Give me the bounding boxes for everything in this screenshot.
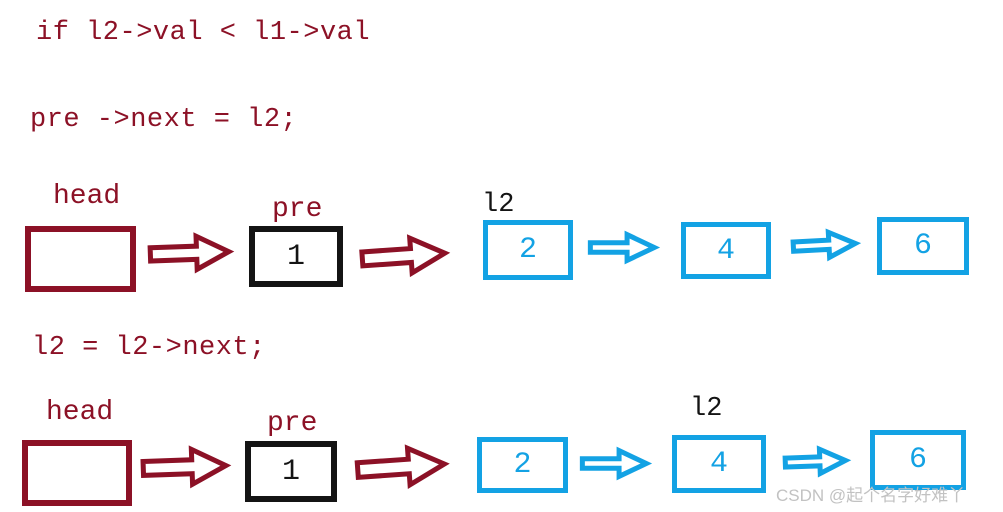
l2-pointer-label: l2 xyxy=(482,190,515,220)
head-node-box xyxy=(22,440,132,506)
next-arrow-icon xyxy=(791,227,859,262)
head-label: head xyxy=(46,397,114,428)
csdn-watermark: CSDN @起个名字好难丫 xyxy=(776,486,966,505)
head-node-box xyxy=(25,226,136,292)
list-node-value: 4 xyxy=(709,447,728,481)
list-node-box: 6 xyxy=(870,430,966,490)
list-node-box: 4 xyxy=(672,435,766,493)
pointer-arrow-icon xyxy=(353,443,451,492)
l2-pointer-label: l2 xyxy=(690,394,723,424)
list-node-value: 6 xyxy=(908,443,927,477)
pre-node-box: 1 xyxy=(249,226,343,287)
pointer-arrow-icon xyxy=(140,445,229,488)
next-arrow-icon xyxy=(783,445,848,478)
head-label: head xyxy=(53,181,121,212)
next-arrow-icon xyxy=(581,447,649,480)
pre-node-value: 1 xyxy=(286,239,305,274)
pre-label: pre xyxy=(272,194,323,225)
list-node-value: 6 xyxy=(913,229,932,263)
list-node-box: 4 xyxy=(681,222,771,279)
pre-node-value: 1 xyxy=(281,454,300,489)
pointer-arrow-icon xyxy=(145,232,234,273)
pre-label: pre xyxy=(267,408,318,439)
code-line-pre-next-assign: pre ->next = l2; xyxy=(30,105,298,135)
pointer-arrow-icon xyxy=(355,233,454,280)
code-line-l2-advance: l2 = l2->next; xyxy=(32,333,266,363)
list-node-value: 2 xyxy=(518,233,537,267)
list-node-value: 4 xyxy=(716,233,735,268)
pre-node-box: 1 xyxy=(245,441,337,502)
code-line-if-condition: if l2->val < l1->val xyxy=(36,18,371,48)
list-node-box: 6 xyxy=(877,217,969,275)
list-node-value: 2 xyxy=(513,448,532,482)
next-arrow-icon xyxy=(589,231,657,264)
list-node-box: 2 xyxy=(483,220,573,280)
list-node-box: 2 xyxy=(477,437,568,493)
